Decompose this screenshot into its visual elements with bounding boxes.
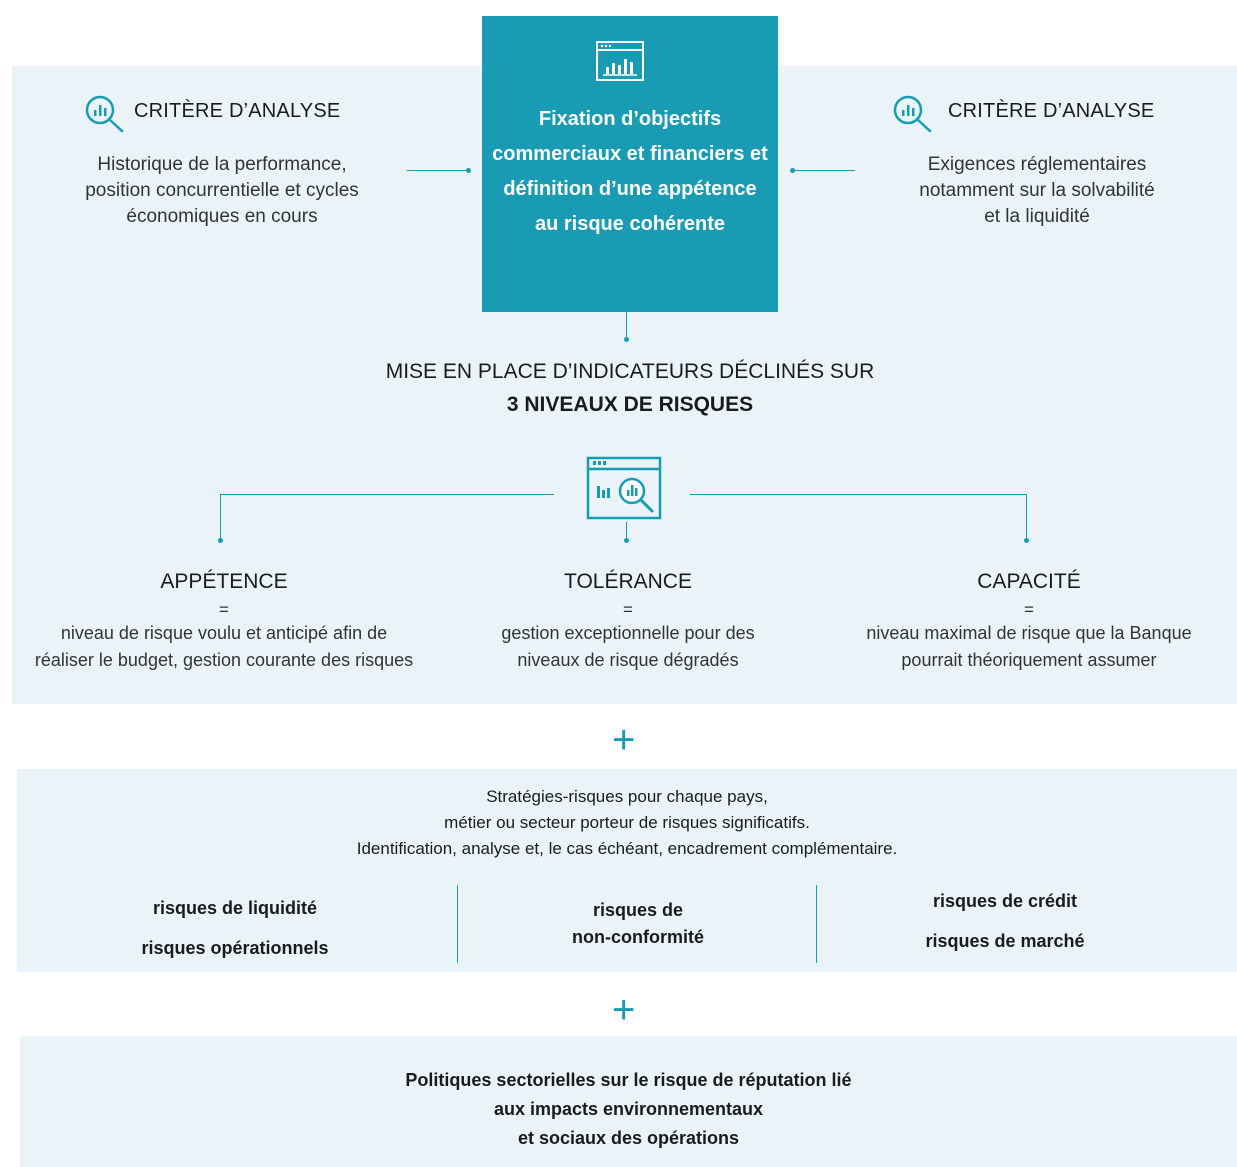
column-divider xyxy=(457,885,458,963)
level-text: pourrait théoriquement assumer xyxy=(901,650,1157,670)
risk-item: risques de marché xyxy=(925,931,1085,951)
level-title: APPÉTENCE xyxy=(160,570,288,593)
branch-center-drop xyxy=(626,522,627,540)
indicators-line1: MISE EN PLACE D’INDICATEURS DÉCLINÉS SUR xyxy=(385,360,875,383)
level-text: niveaux de risque dégradés xyxy=(517,650,739,670)
left-criterion-title: CRITÈRE D’ANALYSE xyxy=(134,100,341,122)
level-text: réaliser le budget, gestion courante des… xyxy=(34,650,414,670)
risk-column-3: risques de crédit risques de marché xyxy=(830,881,1180,961)
text-line: position concurrentielle et cycles xyxy=(85,180,359,201)
connector-dot xyxy=(624,538,629,543)
policies-text: Politiques sectorielles sur le risque de… xyxy=(20,1066,1237,1153)
risk-column-2: risques de non-conformité xyxy=(460,897,816,951)
level-text: niveau de risque voulu et anticipé afin … xyxy=(60,623,388,643)
strategies-panel xyxy=(17,769,1237,972)
branch-right-drop xyxy=(1026,494,1027,540)
risk-item: non-conformité xyxy=(572,927,704,947)
text-line: et la liquidité xyxy=(984,206,1090,227)
level-equals: = xyxy=(623,600,633,619)
right-criterion-text: Exigences réglementaires notamment sur l… xyxy=(867,152,1207,230)
connector-dot xyxy=(624,337,629,342)
text-line: et sociaux des opérations xyxy=(517,1128,740,1148)
text-line: métier ou secteur porteur de risques sig… xyxy=(444,813,810,832)
risk-column-1: risques de liquidité risques opérationne… xyxy=(60,888,410,968)
strategies-text: Stratégies-risques pour chaque pays, mét… xyxy=(17,784,1237,862)
level-title: TOLÉRANCE xyxy=(564,570,692,593)
dashboard-analysis-icon xyxy=(586,456,662,520)
text-line: aux impacts environnementaux xyxy=(493,1099,764,1119)
objectives-box: Fixation d’objectifs commerciaux et fina… xyxy=(482,16,778,312)
text-line: Identification, analyse et, le cas échéa… xyxy=(356,839,898,858)
level-appetence: APPÉTENCE = niveau de risque voulu et an… xyxy=(12,570,436,674)
level-tolerance: TOLÉRANCE = gestion exceptionnelle pour … xyxy=(436,570,820,674)
risk-item: risques de liquidité xyxy=(152,898,318,918)
right-connector xyxy=(793,170,855,171)
column-divider xyxy=(816,885,817,963)
branch-left-drop xyxy=(220,494,221,540)
branch-left xyxy=(220,494,554,495)
level-title: CAPACITÉ xyxy=(977,570,1081,593)
magnifier-chart-icon xyxy=(893,95,932,133)
connector-dot xyxy=(790,168,795,173)
indicators-line2: 3 NIVEAUX DE RISQUES xyxy=(506,393,754,416)
left-criterion-text: Historique de la performance, position c… xyxy=(52,152,392,230)
indicators-heading: MISE EN PLACE D’INDICATEURS DÉCLINÉS SUR… xyxy=(330,358,930,424)
text-line: Historique de la performance, xyxy=(97,154,347,175)
right-criterion-title: CRITÈRE D’ANALYSE xyxy=(948,100,1155,122)
risk-item: risques de crédit xyxy=(932,891,1078,911)
branch-right xyxy=(690,494,1027,495)
level-text: gestion exceptionnelle pour des xyxy=(501,623,755,643)
text-line: Politiques sectorielles sur le risque de… xyxy=(405,1070,852,1090)
plus-icon: + xyxy=(612,718,636,762)
magnifier-chart-icon xyxy=(85,95,124,133)
text-line: Exigences réglementaires xyxy=(927,154,1147,175)
text-line: économiques en cours xyxy=(126,206,318,227)
level-text: niveau maximal de risque que la Banque xyxy=(866,623,1192,643)
connector-dot xyxy=(218,538,223,543)
level-equals: = xyxy=(1024,600,1034,619)
connector-dot xyxy=(466,168,471,173)
text-line: Stratégies-risques pour chaque pays, xyxy=(486,787,768,806)
level-capacity: CAPACITÉ = niveau maximal de risque que … xyxy=(826,570,1232,674)
risk-item: risques opérationnels xyxy=(141,938,329,958)
text-line: notamment sur la solvabilité xyxy=(919,180,1155,201)
left-connector xyxy=(407,170,469,171)
objectives-text: Fixation d’objectifs commerciaux et fina… xyxy=(492,108,768,235)
policies-panel xyxy=(20,1036,1237,1167)
bar-chart-window-icon xyxy=(596,41,644,81)
level-equals: = xyxy=(219,600,229,619)
center-connector xyxy=(626,275,627,339)
plus-icon: + xyxy=(612,988,636,1032)
connector-dot xyxy=(1024,538,1029,543)
risk-item: risques de xyxy=(592,900,684,920)
